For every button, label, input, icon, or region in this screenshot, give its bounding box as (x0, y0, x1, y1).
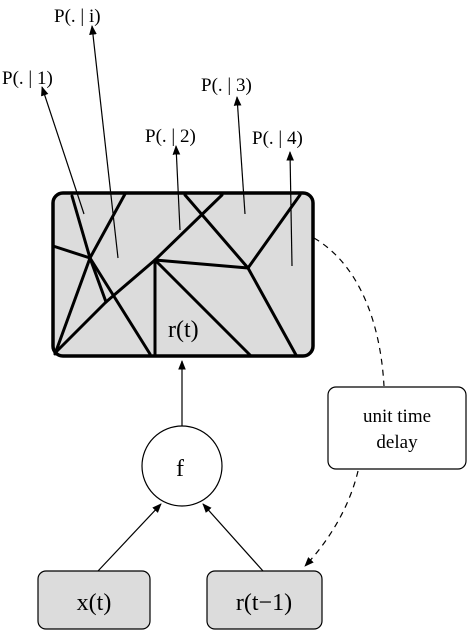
feedback-curve-top (313, 237, 385, 387)
partition-box-frame (51, 191, 315, 358)
partition-line (53, 256, 92, 356)
partition-line (153, 258, 252, 357)
input-r-prev-box: r(t−1) (206, 570, 323, 630)
arrow-p-i (89, 25, 119, 259)
delay-label-line2: delay (376, 432, 418, 453)
arrow-p-1 (41, 86, 85, 215)
label-p-2: P(. | 2) (145, 126, 196, 147)
partition-line (183, 193, 250, 270)
function-node (141, 425, 223, 507)
function-label: f (176, 456, 184, 482)
partition-lines (51, 192, 302, 357)
arrow-p-2 (172, 145, 181, 231)
probability-arrows (41, 25, 294, 267)
label-p-4: P(. | 4) (252, 128, 303, 149)
arrow-r-prev-to-f (202, 503, 264, 572)
partition-line (70, 194, 92, 260)
input-r-prev-frame (206, 570, 323, 630)
input-r-prev-label: r(t−1) (236, 590, 292, 616)
delay-box-frame (327, 386, 467, 470)
arrow-p-4 (286, 151, 294, 267)
delay-box: unit time delay (327, 386, 467, 470)
label-p-i: P(. | i) (54, 6, 101, 27)
partition-line (153, 193, 224, 262)
input-x-label: x(t) (77, 590, 112, 616)
partition-line (104, 258, 157, 304)
partition-box: r(t) (51, 191, 315, 358)
region-label-r-t: r(t) (168, 317, 199, 343)
arrow-p-3 (233, 96, 246, 215)
input-x-frame (37, 570, 151, 630)
partition-line (88, 256, 152, 356)
partition-line (88, 192, 127, 260)
partition-line (153, 258, 250, 270)
partition-line (53, 300, 108, 355)
label-p-3: P(. | 3) (201, 75, 252, 96)
input-x-box: x(t) (37, 570, 151, 630)
feedback-curve-bottom (304, 470, 359, 567)
partition-line (88, 256, 108, 304)
arrow-x-to-f (97, 503, 162, 572)
partition-line (246, 266, 298, 357)
partition-line (51, 244, 92, 260)
delay-label-line1: unit time (363, 406, 431, 427)
label-p-1: P(. | 1) (2, 68, 53, 89)
